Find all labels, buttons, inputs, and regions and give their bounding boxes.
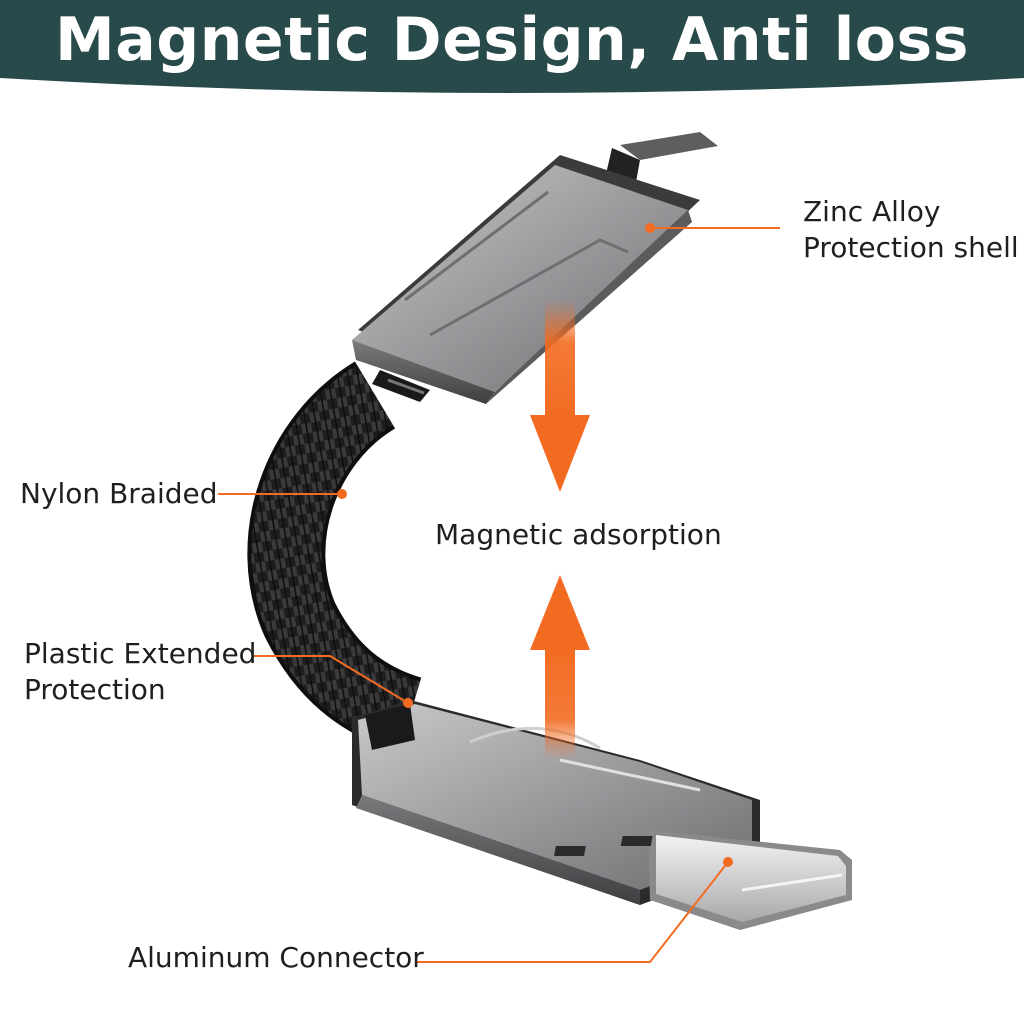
label-zinc-alloy-line1: Zinc Alloy [803, 195, 941, 228]
header-title: Magnetic Design, Anti loss [55, 5, 969, 75]
leader-zinc-alloy [645, 223, 780, 233]
leader-plastic-extended [252, 655, 413, 708]
label-plastic-extended: Plastic Extended Protection [24, 636, 256, 708]
header-banner [0, 0, 1024, 93]
label-nylon-braided: Nylon Braided [20, 477, 218, 510]
label-plastic-extended-line2: Protection [24, 673, 166, 706]
arrow-down-icon [530, 300, 590, 492]
arrow-up-icon [530, 575, 590, 760]
label-plastic-extended-line1: Plastic Extended [24, 637, 257, 670]
label-zinc-alloy: Zinc Alloy Protection shell [803, 194, 1019, 266]
usb-a-connector-icon [352, 700, 852, 930]
leader-aluminum-connector [415, 857, 733, 963]
braided-cable-texture [251, 365, 421, 749]
type-c-connector-icon [352, 132, 718, 404]
label-aluminum-connector: Aluminum Connector [128, 941, 424, 974]
label-magnetic-adsorption: Magnetic adsorption [435, 518, 722, 551]
leader-nylon-braided [218, 489, 347, 499]
label-zinc-alloy-line2: Protection shell [803, 231, 1019, 264]
